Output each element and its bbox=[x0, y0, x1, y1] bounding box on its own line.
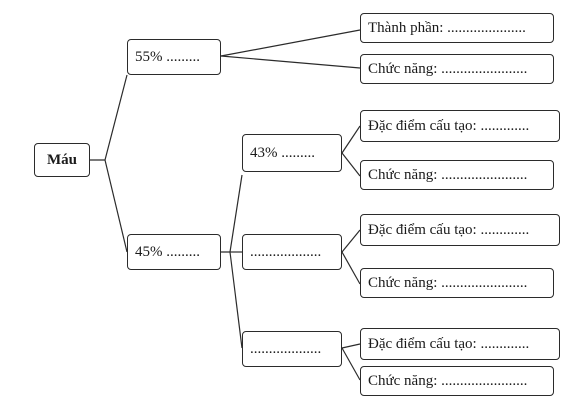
connector-45-sub1 bbox=[221, 174, 243, 253]
root-label: Máu bbox=[47, 151, 77, 168]
node-sub3-blank: ................... bbox=[242, 331, 342, 367]
node-55-percent: 55% ......... bbox=[127, 39, 221, 75]
leaf-sub2-function: Chức năng: ....................... bbox=[360, 268, 554, 298]
connector-sub3-function bbox=[341, 347, 361, 381]
connector-sub3-structure bbox=[341, 343, 361, 349]
leaf-sub3-structure: Đặc điểm cấu tạo: ............. bbox=[360, 328, 560, 360]
leaf-55-composition: Thành phần: ..................... bbox=[360, 13, 554, 43]
connector-sub1-structure bbox=[341, 125, 361, 154]
leaf-sub2-structure: Đặc điểm cấu tạo: ............. bbox=[360, 214, 560, 246]
leaf-sub3-function: Chức năng: ....................... bbox=[360, 366, 554, 396]
node-sub2-blank: ................... bbox=[242, 234, 342, 270]
connector-sub2-structure bbox=[341, 229, 361, 253]
root-node-blood: Máu bbox=[34, 143, 90, 177]
connector-root-55 bbox=[90, 74, 128, 161]
leaf-55-function: Chức năng: ....................... bbox=[360, 54, 554, 84]
connector-55-function bbox=[220, 55, 361, 69]
leaf-sub1-function: Chức năng: ....................... bbox=[360, 160, 554, 190]
node-45-percent: 45% ......... bbox=[127, 234, 221, 270]
node-43-percent: 43% ......... bbox=[242, 134, 342, 172]
connector-55-composition bbox=[220, 29, 361, 57]
connector-root-45 bbox=[104, 159, 128, 253]
connector-sub2-function bbox=[341, 251, 361, 285]
connector-45-sub3 bbox=[229, 251, 243, 349]
connector-sub1-function bbox=[341, 152, 361, 177]
leaf-sub1-structure: Đặc điểm cấu tạo: ............. bbox=[360, 110, 560, 142]
